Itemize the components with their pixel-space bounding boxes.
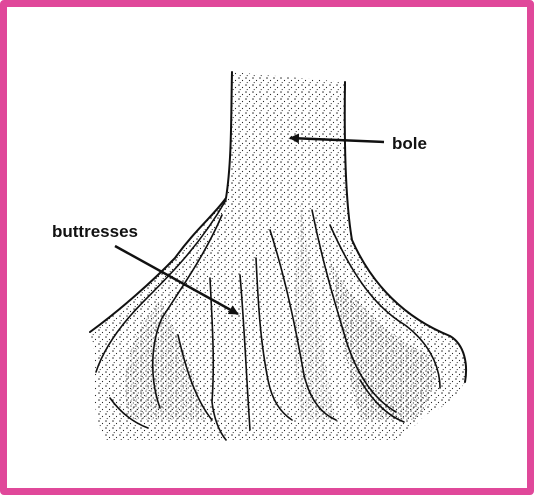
- buttresses-label: buttresses: [52, 222, 138, 242]
- bole-label: bole: [392, 134, 427, 154]
